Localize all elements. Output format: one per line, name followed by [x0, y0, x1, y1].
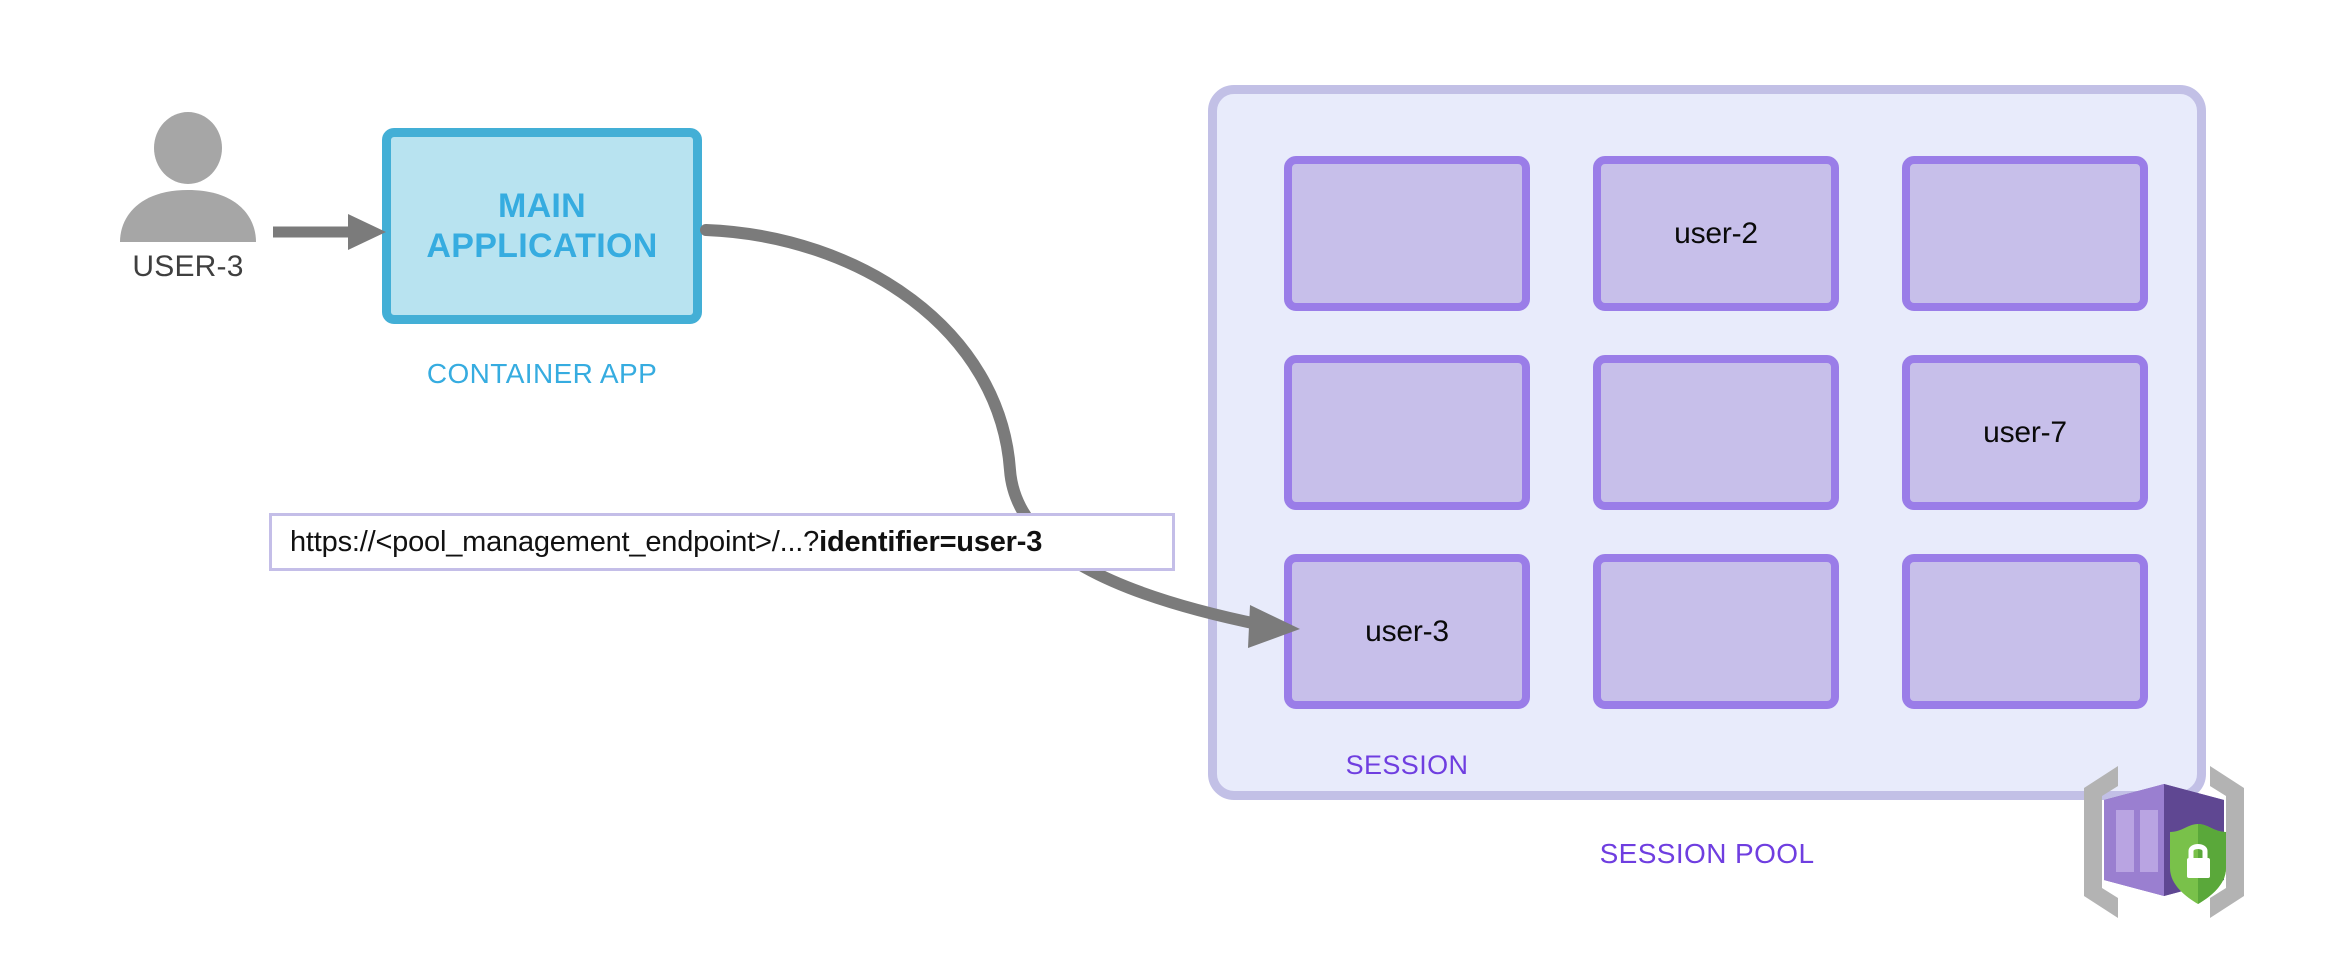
- user-person-icon: [120, 112, 256, 242]
- session-cell-active[interactable]: user-3: [1284, 554, 1530, 709]
- session-cell[interactable]: user-2: [1593, 156, 1839, 311]
- main-application-label: MAIN APPLICATION: [426, 186, 657, 266]
- session-caption: SESSION: [1345, 750, 1469, 780]
- session-cell[interactable]: user-7: [1902, 355, 2148, 510]
- azure-container-apps-dynamic-sessions-icon: [2084, 766, 2244, 918]
- main-application-box[interactable]: MAIN APPLICATION: [382, 128, 702, 324]
- url-callout-text: https://<pool_management_endpoint>/...?i…: [290, 526, 1042, 559]
- session-cell[interactable]: [1284, 156, 1530, 311]
- user-to-app-arrow: [273, 214, 386, 250]
- session-cell[interactable]: [1902, 554, 2148, 709]
- url-identifier-param: identifier=user-3: [819, 525, 1043, 558]
- url-prefix: https://<pool_management_endpoint>/...?: [290, 525, 820, 558]
- session-cell-label: user-2: [1674, 216, 1758, 250]
- session-grid: user-2 user-7 user-3: [1284, 156, 2148, 709]
- user-actor: USER-3: [108, 112, 268, 312]
- security-shield-lock-icon: [2170, 824, 2226, 904]
- session-cell-label: user-3: [1365, 614, 1449, 648]
- url-callout-box[interactable]: https://<pool_management_endpoint>/...?i…: [269, 513, 1175, 571]
- session-cell[interactable]: [1902, 156, 2148, 311]
- session-cell[interactable]: [1284, 355, 1530, 510]
- main-application-line1: MAIN: [497, 186, 587, 225]
- session-cell[interactable]: [1593, 355, 1839, 510]
- corner-brackets-icon: [2084, 766, 2244, 918]
- container-app-caption: CONTAINER APP: [426, 358, 658, 389]
- user-label: USER-3: [132, 250, 244, 283]
- session-cell-label: user-7: [1983, 415, 2067, 449]
- session-cell[interactable]: [1593, 554, 1839, 709]
- session-pool-caption: SESSION POOL: [1599, 838, 1815, 869]
- main-application-line2: APPLICATION: [426, 227, 658, 265]
